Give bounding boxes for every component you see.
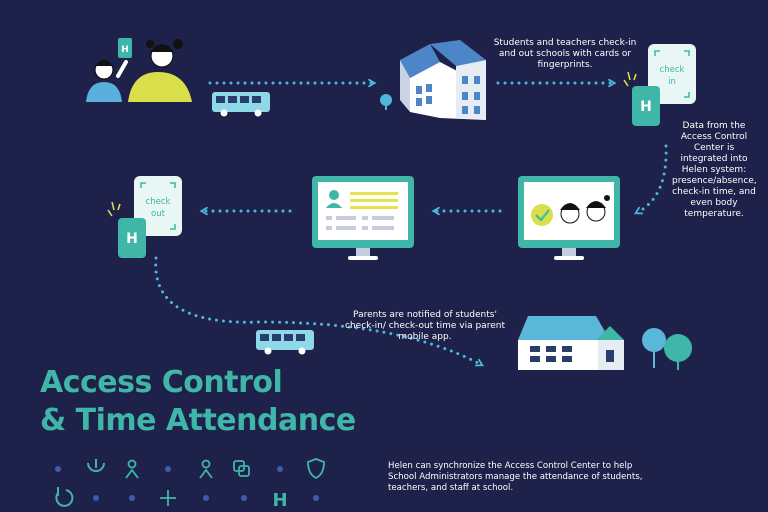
title-line-2: & Time Attendance xyxy=(40,403,356,438)
step2-text: Data from the Access Control Center is i… xyxy=(672,121,757,219)
connector-checkout-to-house xyxy=(154,256,480,364)
power-icon xyxy=(87,462,105,472)
checkout-device-icon: check out H xyxy=(107,176,182,258)
person-icon xyxy=(125,459,139,479)
tree-icon xyxy=(642,328,692,370)
monitor-icon xyxy=(518,176,620,260)
footer-text: Helen can synchronize the Access Control… xyxy=(388,461,643,493)
bus-icon xyxy=(212,92,270,117)
school-building-icon xyxy=(380,40,486,120)
svg-text:H: H xyxy=(126,231,138,247)
power-icon-2 xyxy=(55,489,74,507)
flow-connectors xyxy=(154,83,668,364)
bus-icon-2 xyxy=(256,330,314,355)
copy-icon xyxy=(233,460,250,477)
connector-checkin-to-monitor xyxy=(638,144,668,212)
icon-grid: H xyxy=(55,458,325,511)
checkin-label-top: check xyxy=(660,65,685,75)
page-title: Access Control & Time Attendance xyxy=(40,364,356,440)
title-line-1: Access Control xyxy=(40,365,283,400)
people-icon: H xyxy=(86,38,192,102)
shield-icon xyxy=(307,458,325,480)
checkin-device-icon: check in H xyxy=(623,44,696,126)
checkout-label-bottom: out xyxy=(151,209,166,219)
person-icon-2 xyxy=(199,459,213,479)
plus-icon xyxy=(160,490,176,506)
checkin-label-bottom: in xyxy=(668,77,676,87)
dashboard-monitor-icon xyxy=(312,176,414,260)
step3-text: Parents are notified of students' check-… xyxy=(345,310,505,342)
svg-text:H: H xyxy=(640,99,652,115)
helen-logo-icon: H xyxy=(272,490,287,511)
house-icon xyxy=(518,316,624,370)
svg-text:H: H xyxy=(121,45,129,55)
checkout-label-top: check xyxy=(146,197,171,207)
step1-text: Students and teachers check-in and out s… xyxy=(493,38,637,70)
